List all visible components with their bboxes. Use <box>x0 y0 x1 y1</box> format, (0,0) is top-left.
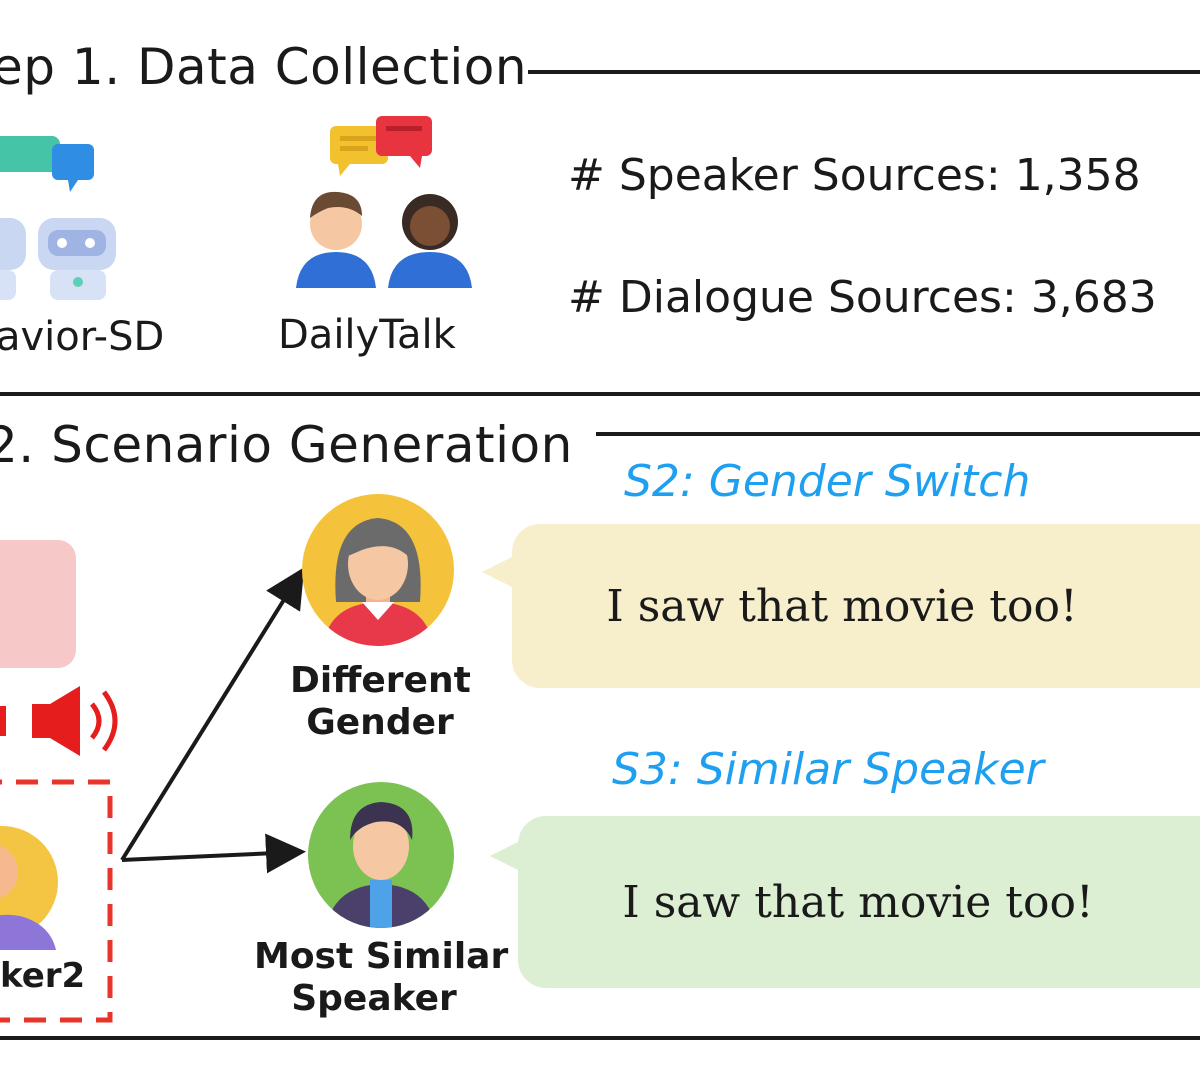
caption-different-line1: Different <box>290 660 471 701</box>
step-divider <box>0 392 1200 396</box>
utterance-s2: I saw that movie too! <box>606 580 1078 632</box>
step1-title: ep 1. Data Collection <box>0 38 528 96</box>
stat-speaker-value: 1,358 <box>1014 150 1141 201</box>
step2-title-rule <box>596 432 1200 436</box>
stat-dialogue-label: # Dialogue Sources: <box>568 272 1017 323</box>
step1-title-rule <box>528 70 1200 74</box>
scenario-s3-title: S3: Similar Speaker <box>612 744 1044 795</box>
caption-different-gender: Different Gender <box>290 660 471 744</box>
stat-speaker-sources: # Speaker Sources: 1,358 <box>568 150 1141 201</box>
caption-similar-line1: Most Similar <box>254 936 509 977</box>
stat-speaker-label: # Speaker Sources: <box>568 150 1001 201</box>
utterance-s3: I saw that movie too! <box>622 876 1094 928</box>
source-label-dailytalk: DailyTalk <box>278 312 456 358</box>
speech-bubble-s3: I saw that movie too! <box>518 816 1200 988</box>
stat-dialogue-sources: # Dialogue Sources: 3,683 <box>568 272 1157 323</box>
caption-most-similar-speaker: Most Similar Speaker <box>254 936 509 1020</box>
scenario-s2-title: S2: Gender Switch <box>624 456 1031 507</box>
stat-dialogue-value: 3,683 <box>1030 272 1157 323</box>
caption-different-line2: Gender <box>306 702 454 743</box>
utterance-box-partial <box>0 540 76 668</box>
source-label-behavior-sd: avior-SD <box>0 314 165 360</box>
speaker2-label: ker2 <box>0 956 86 996</box>
step2-title: 2. Scenario Generation <box>0 416 573 474</box>
speech-bubble-s2: I saw that movie too! <box>512 524 1200 688</box>
bottom-rule <box>0 1036 1200 1040</box>
caption-similar-line2: Speaker <box>291 978 457 1019</box>
